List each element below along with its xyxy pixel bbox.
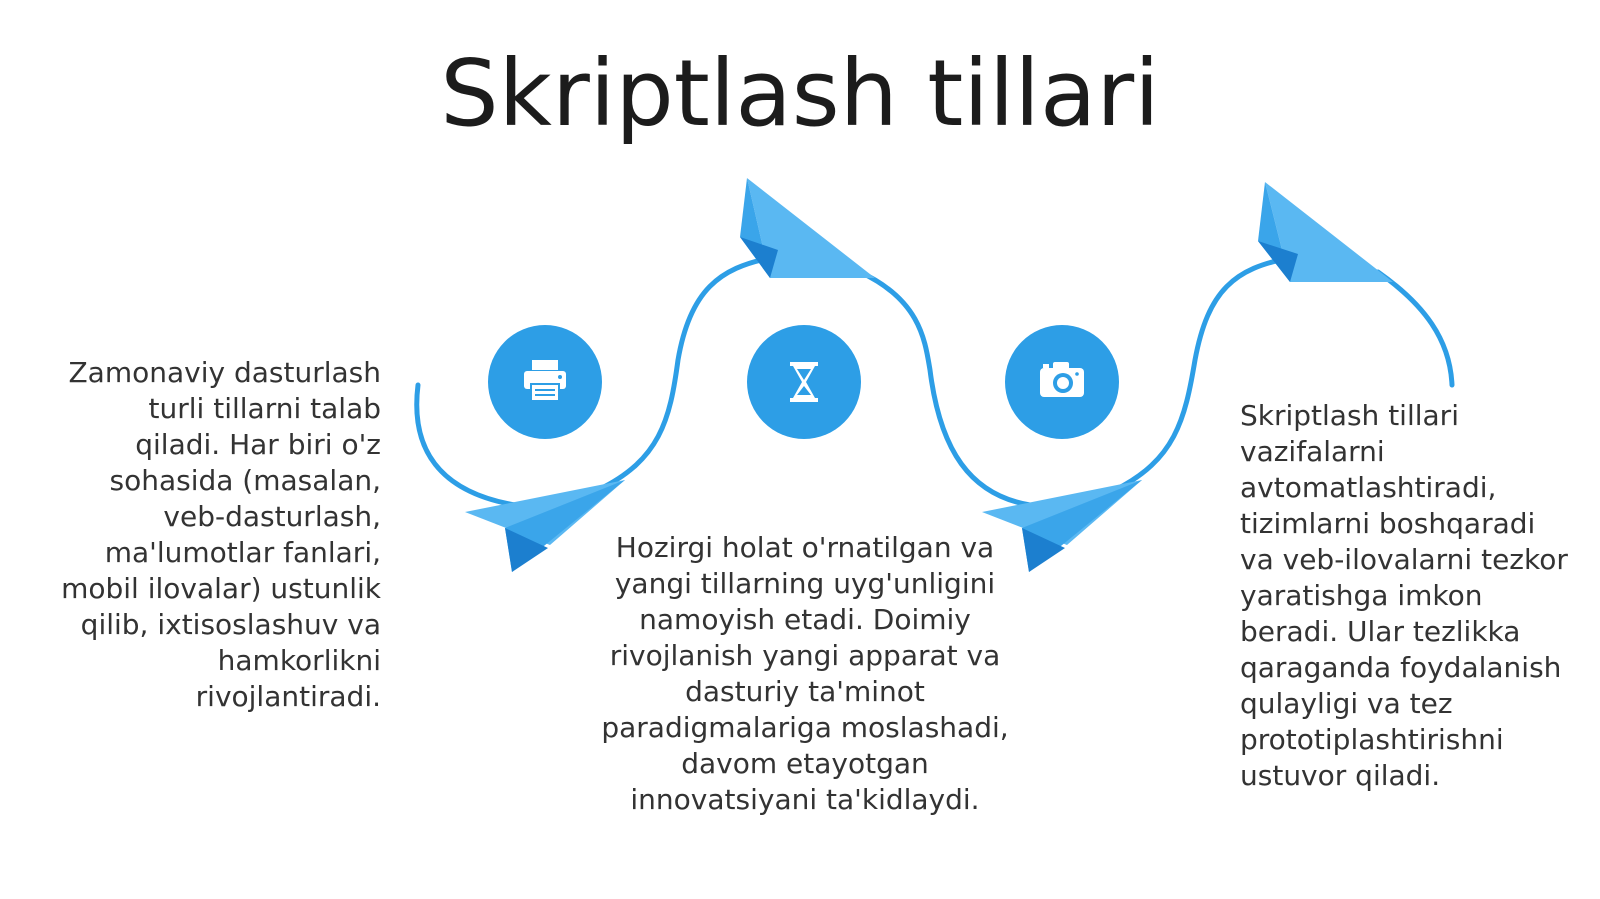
wave-segment-2 — [595, 255, 773, 493]
hourglass-icon — [790, 362, 818, 402]
paper-plane-icon — [740, 178, 875, 278]
wave-segment-4 — [1112, 255, 1293, 493]
step-1-node — [488, 325, 602, 439]
wave-segment-3 — [857, 269, 1033, 508]
printer-icon — [524, 360, 566, 402]
wave-connector — [414, 255, 1455, 508]
step-3-node — [1005, 325, 1119, 439]
camera-icon — [1040, 362, 1084, 397]
page-title: Skriptlash tillari — [440, 40, 1160, 147]
paper-plane-icon — [465, 480, 625, 572]
wave-segment-1 — [414, 382, 518, 508]
paper-plane-icon — [1258, 182, 1393, 282]
step-3-description: Skriptlash tillari vazifalarni avtomatla… — [1240, 399, 1568, 792]
step-2-description: Hozirgi holat o'rnatilgan va yangi tilla… — [601, 531, 1009, 816]
wave-segment-5 — [1375, 269, 1455, 388]
step-1-description: Zamonaviy dasturlash turli tillarni tala… — [61, 356, 381, 713]
step-2-node — [747, 325, 861, 439]
paper-plane-icon — [982, 480, 1142, 572]
